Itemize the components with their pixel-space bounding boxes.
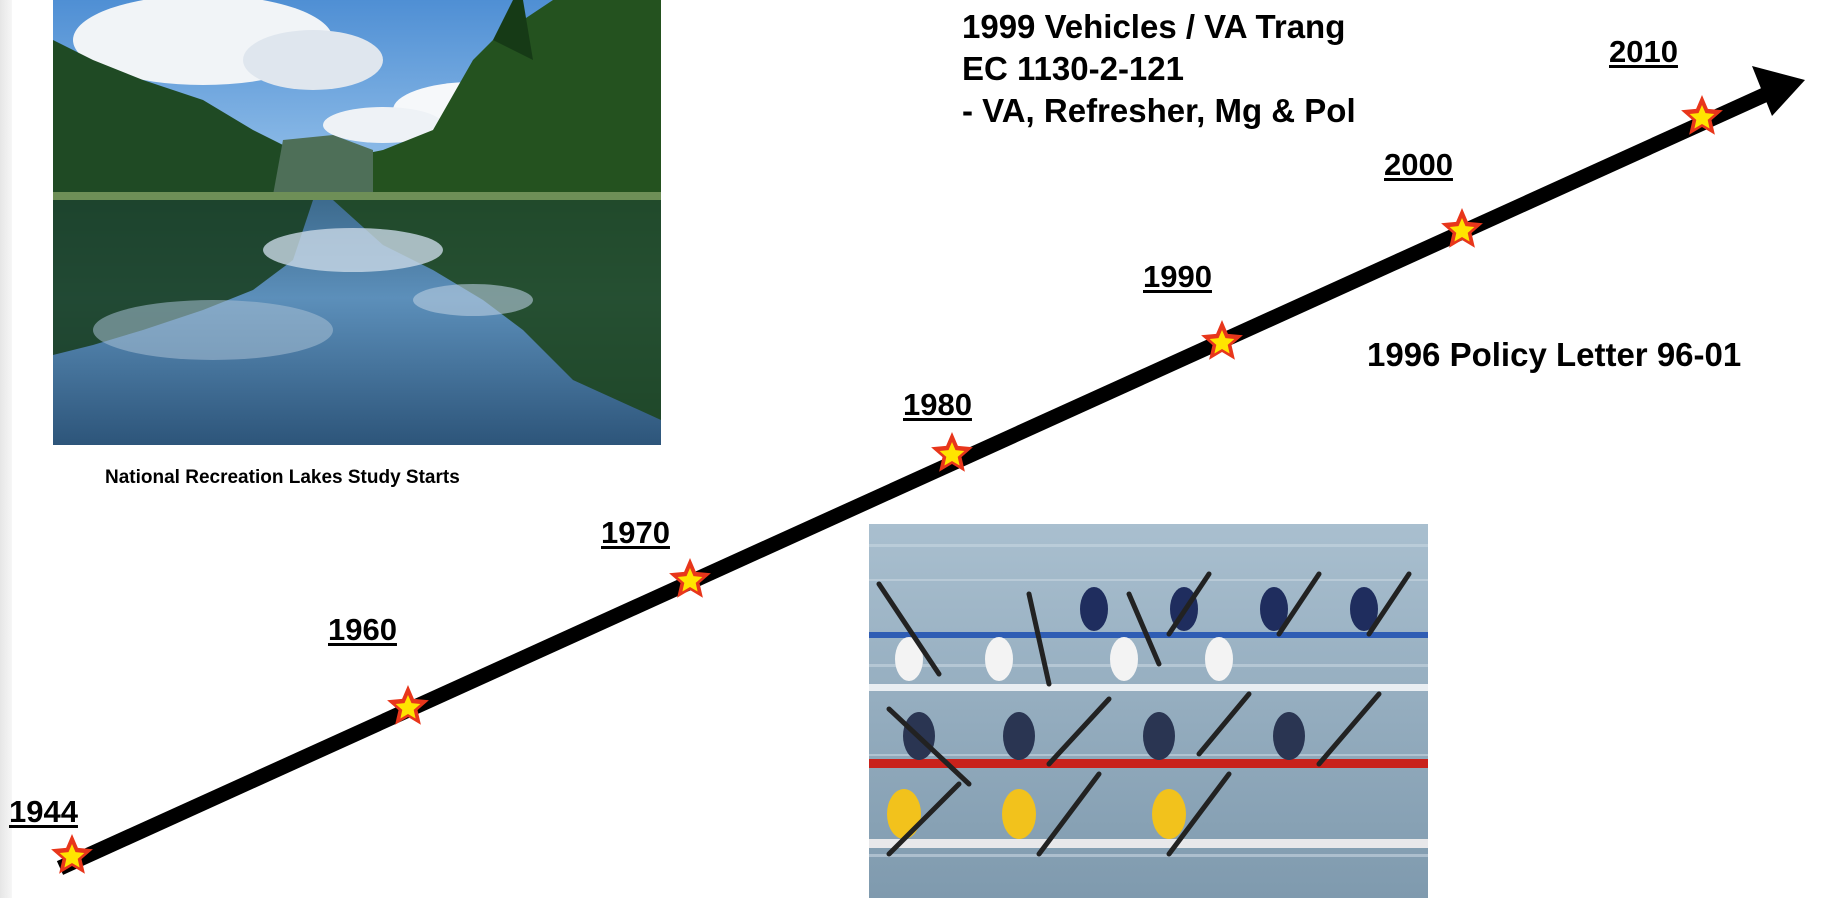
ec-1999-line2: EC 1130-2-121 <box>962 50 1184 87</box>
milestone-star-core-1990 <box>1209 330 1235 354</box>
year-label-1944: 1944 <box>9 794 78 829</box>
milestone-star-core-2000 <box>1449 218 1475 242</box>
year-label-1990: 1990 <box>1143 259 1212 294</box>
kayak-race-photo <box>869 524 1428 898</box>
ec-1999-line1: 1999 Vehicles / VA Trang <box>962 8 1346 45</box>
policy-1996-event: 1996 Policy Letter 96-01 <box>1367 336 1742 373</box>
milestone-star-core-1960 <box>395 695 421 719</box>
lakes-study-caption: National Recreation Lakes Study Starts <box>105 467 460 488</box>
lake-reflection-photo <box>53 0 661 445</box>
milestone-star-core-1980 <box>939 442 965 466</box>
timeline-arrowhead <box>1752 66 1805 116</box>
ec-1999-line3: - VA, Refresher, Mg & Pol <box>962 92 1356 129</box>
year-label-1960: 1960 <box>328 612 397 647</box>
year-label-2010: 2010 <box>1609 34 1678 69</box>
milestone-star-core-1944 <box>59 844 85 868</box>
slide-edge-strip <box>0 0 12 898</box>
year-label-1980: 1980 <box>903 387 972 422</box>
year-label-2000: 2000 <box>1384 147 1453 182</box>
ec-1999-event: 1999 Vehicles / VA Trang EC 1130-2-121 -… <box>962 6 1356 132</box>
year-label-1970: 1970 <box>601 515 670 550</box>
milestone-star-core-1970 <box>677 568 703 592</box>
milestone-star-core-2010 <box>1689 105 1715 129</box>
timeline-arrow-shaft <box>56 80 1786 875</box>
